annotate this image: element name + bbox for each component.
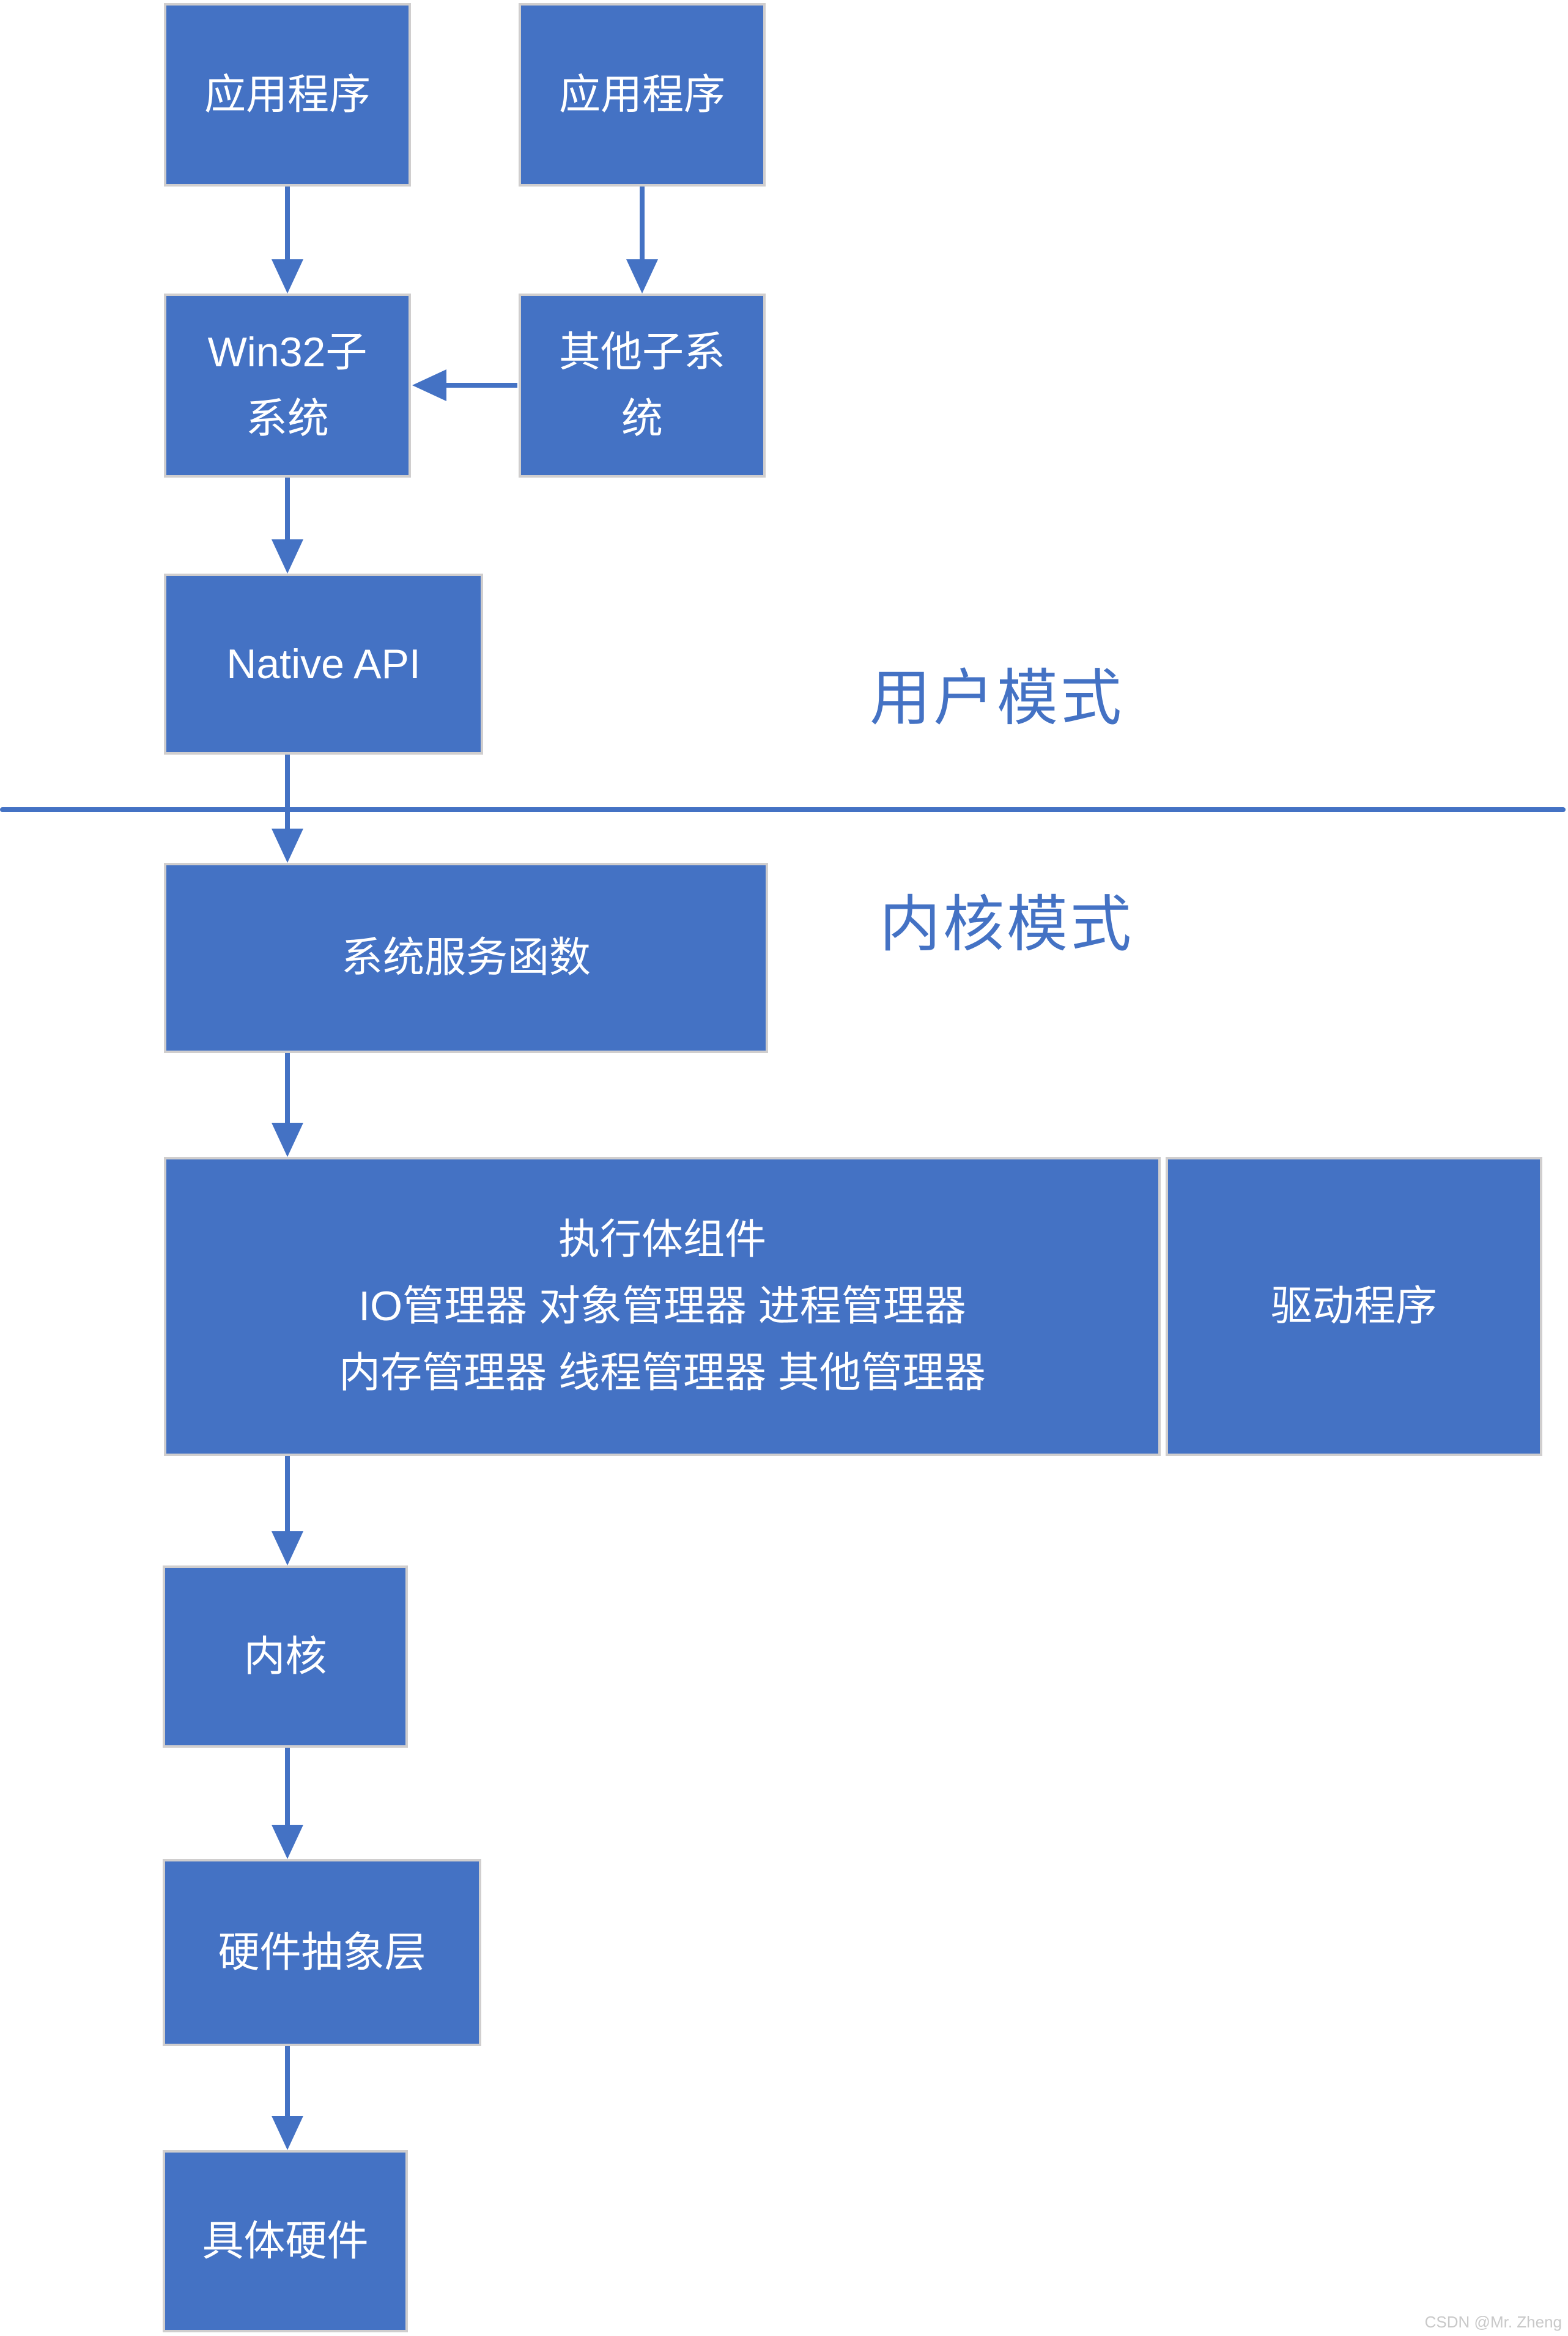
- arrow-down-head: [626, 259, 658, 294]
- arrow-application2-to-other-subsystem: [626, 187, 658, 294]
- arrow-down-head: [272, 1123, 303, 1157]
- node-concrete-hardware-label: 具体硬件: [202, 2217, 369, 2264]
- arrow-stem: [285, 2046, 290, 2120]
- node-kernel-label: 内核: [243, 1633, 327, 1680]
- arrow-down-head: [272, 2116, 303, 2150]
- arrow-stem: [285, 478, 290, 543]
- arrow-down-head: [272, 1531, 303, 1565]
- node-application-1: 应用程序: [164, 3, 411, 187]
- user-kernel-divider-line: [0, 807, 1566, 812]
- arrow-stem: [640, 187, 645, 263]
- arrow-stem: [285, 1748, 290, 1828]
- arrow-native-api-to-system-services: [272, 755, 303, 863]
- node-system-service-functions: 系统服务函数: [164, 863, 768, 1053]
- node-win32-subsystem-label: Win32子 系统: [207, 328, 368, 442]
- arrow-stem: [285, 755, 290, 832]
- user-mode-label: 用户模式: [870, 664, 1124, 733]
- arrow-win32-to-native-api: [272, 478, 303, 574]
- node-native-api: Native API: [164, 574, 483, 755]
- node-executive-components-label: 执行体组件 IO管理器 对象管理器 进程管理器 内存管理器 线程管理器 其他管理…: [339, 1216, 986, 1396]
- kernel-mode-label: 内核模式: [879, 890, 1134, 959]
- arrow-stem: [285, 187, 290, 263]
- node-other-subsystem-label: 其他子系 统: [558, 328, 725, 442]
- arrow-application1-to-win32: [272, 187, 303, 294]
- arrow-stem: [443, 383, 517, 388]
- node-application-2: 应用程序: [519, 3, 766, 187]
- node-win32-subsystem: Win32子 系统: [164, 294, 411, 478]
- arrow-executive-to-kernel: [272, 1456, 303, 1565]
- arrow-stem: [285, 1456, 290, 1535]
- arrow-kernel-to-hal: [272, 1748, 303, 1859]
- node-hardware-abstraction-layer: 硬件抽象层: [163, 1859, 481, 2046]
- node-driver: 驱动程序: [1166, 1157, 1542, 1456]
- node-driver-label: 驱动程序: [1270, 1283, 1437, 1330]
- node-application-1-label: 应用程序: [204, 71, 371, 118]
- node-kernel: 内核: [163, 1565, 408, 1748]
- node-other-subsystem: 其他子系 统: [519, 294, 766, 478]
- node-application-2-label: 应用程序: [558, 71, 725, 118]
- arrow-stem: [285, 1053, 290, 1126]
- arrow-system-services-to-executive: [272, 1053, 303, 1157]
- csdn-watermark: CSDN @Mr. Zheng: [1424, 2313, 1562, 2331]
- node-hardware-abstraction-layer-label: 硬件抽象层: [218, 1929, 426, 1976]
- arrow-left-head: [412, 369, 446, 401]
- node-concrete-hardware: 具体硬件: [163, 2150, 408, 2332]
- arrow-hal-to-hardware: [272, 2046, 303, 2150]
- node-executive-components: 执行体组件 IO管理器 对象管理器 进程管理器 内存管理器 线程管理器 其他管理…: [164, 1157, 1161, 1456]
- node-system-service-functions-label: 系统服务函数: [341, 934, 591, 981]
- arrow-down-head: [272, 259, 303, 294]
- node-native-api-label: Native API: [226, 640, 421, 687]
- arrow-down-head: [272, 539, 303, 574]
- arrow-other-subsystem-to-win32: [412, 369, 517, 401]
- arrow-down-head: [272, 829, 303, 863]
- arrow-down-head: [272, 1825, 303, 1859]
